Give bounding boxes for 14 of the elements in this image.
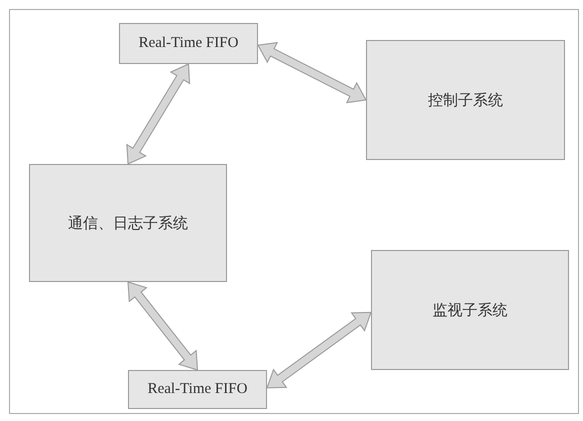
process-box xyxy=(119,23,258,64)
double-arrow xyxy=(266,312,372,388)
process-box xyxy=(366,40,565,160)
box-label: Real-Time FIFO xyxy=(148,381,248,398)
box-label: 监视子系统 xyxy=(432,300,508,320)
double-arrow xyxy=(126,63,190,165)
double-arrow xyxy=(127,281,198,371)
process-box xyxy=(371,250,569,370)
process-box xyxy=(29,164,227,282)
box-label: 控制子系统 xyxy=(428,90,503,110)
box-label: 通信、日志子系统 xyxy=(68,214,188,232)
process-box xyxy=(128,370,267,409)
double-arrow xyxy=(257,42,367,104)
box-label: Real-Time FIFO xyxy=(138,35,238,52)
